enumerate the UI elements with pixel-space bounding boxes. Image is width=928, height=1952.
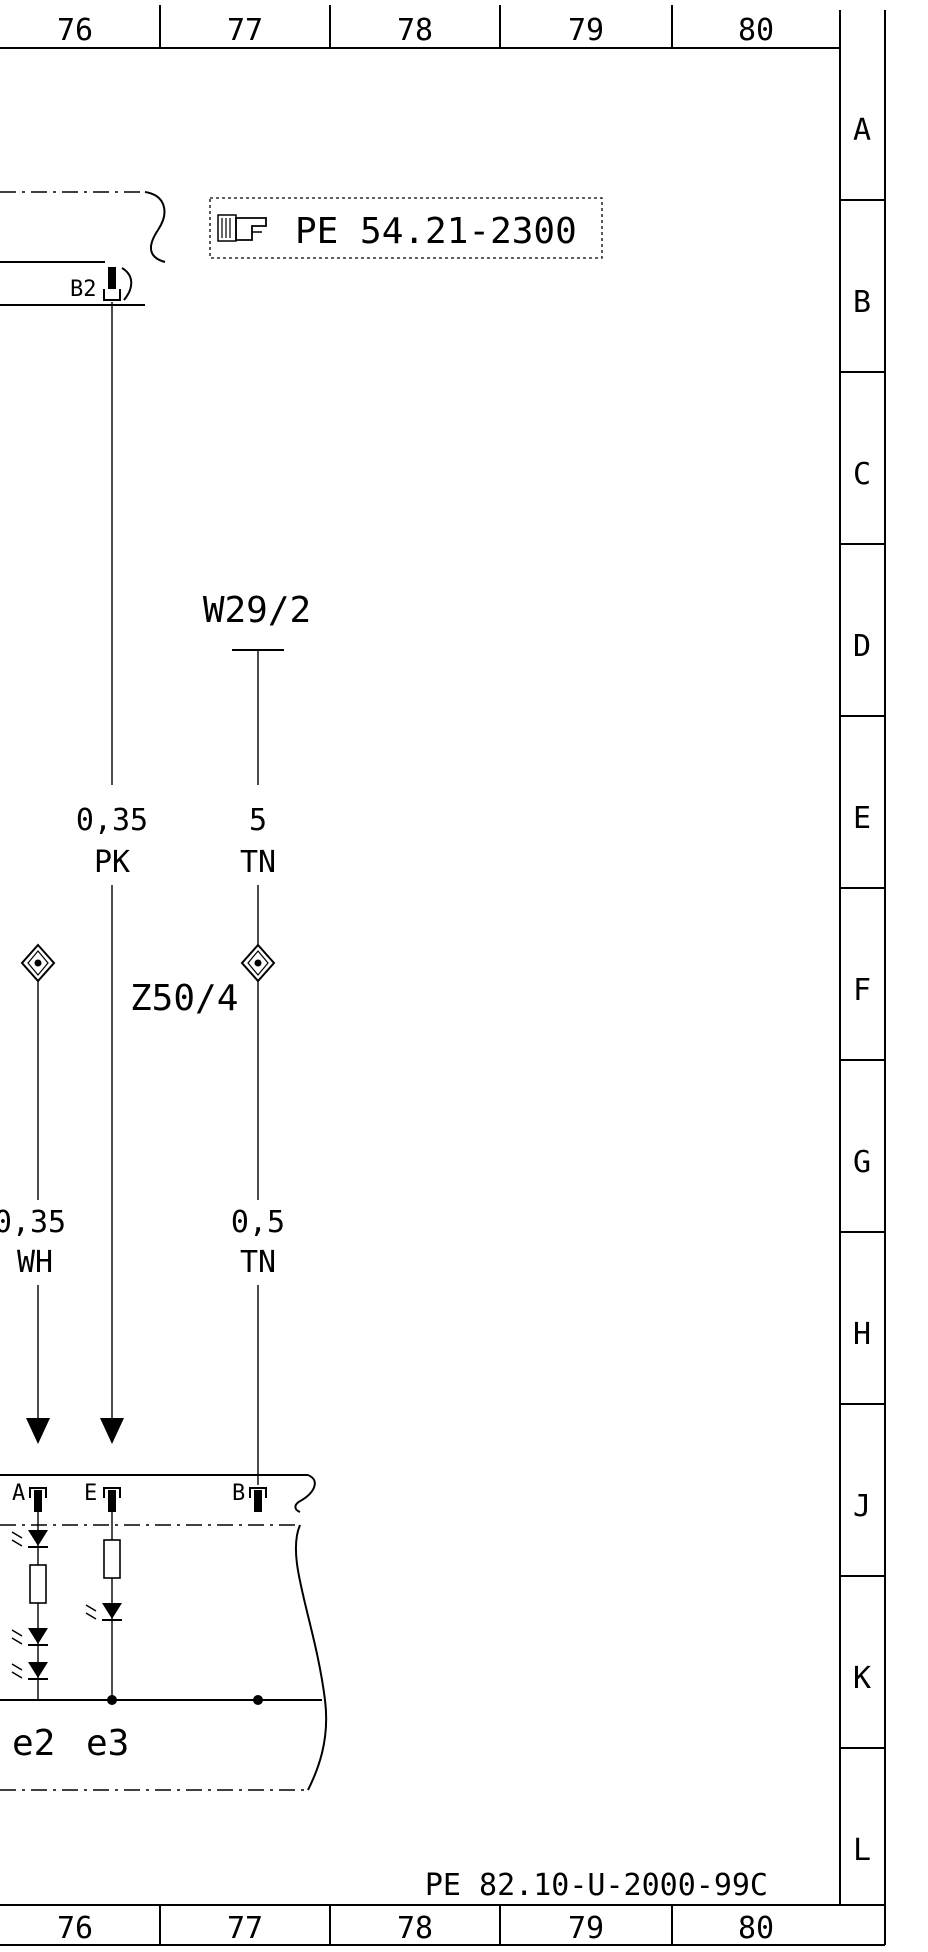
led-icon	[11, 1530, 48, 1548]
led-icon	[11, 1628, 48, 1646]
row-label-c: C	[853, 457, 871, 492]
row-label-k: K	[853, 1661, 871, 1696]
row-label-l: L	[853, 1833, 871, 1868]
col-label-80: 80	[738, 13, 774, 48]
wire-wh-color: WH	[17, 1245, 53, 1280]
wire-tn-color: TN	[240, 845, 276, 880]
row-label-g: G	[853, 1145, 871, 1180]
wire-pk-color: PK	[94, 845, 130, 880]
col-label-76-bottom: 76	[57, 1911, 93, 1946]
col-label-79-bottom: 79	[568, 1911, 604, 1946]
upper-box-wavy-edge	[144, 191, 166, 263]
component-w29-label: W29/2	[203, 590, 311, 631]
wire-tn-lower-size: 0,5	[231, 1205, 285, 1240]
row-label-d: D	[853, 629, 871, 664]
component-z50-label: Z50/4	[130, 978, 238, 1019]
row-label-a: A	[853, 113, 871, 148]
splice-wh-diamond	[20, 943, 56, 983]
pin-a-connector	[29, 1487, 47, 1512]
wire-pk-size: 0,35	[76, 803, 148, 838]
lower-box-break	[294, 1474, 316, 1513]
pin-b-connector	[249, 1487, 267, 1512]
row-label-h: H	[853, 1317, 871, 1352]
wire-wh-size: 0,35	[0, 1205, 66, 1240]
row-label-b: B	[853, 285, 871, 320]
connector-b2-break	[121, 267, 133, 301]
pin-a-label: A	[12, 1481, 25, 1506]
col-label-78-bottom: 78	[397, 1911, 433, 1946]
col-label-80-bottom: 80	[738, 1911, 774, 1946]
row-label-f: F	[853, 973, 871, 1008]
col-label-76: 76	[57, 13, 93, 48]
wire-pk-arrow	[100, 1418, 124, 1444]
lamp-e2-label: e2	[12, 1723, 55, 1764]
col-label-79: 79	[568, 13, 604, 48]
wire-tn-size: 5	[249, 803, 267, 838]
wire-wh-arrow	[26, 1418, 50, 1444]
junction-dot	[107, 1695, 117, 1705]
resistor-icon	[29, 1564, 47, 1604]
wire-tn-lower-color: TN	[240, 1245, 276, 1280]
pin-b-label: B	[232, 1481, 245, 1506]
pin-e-label: E	[84, 1481, 97, 1506]
document-number: PE 82.10-U-2000-99C	[425, 1868, 768, 1903]
led-icon	[85, 1603, 122, 1621]
connector-b2-label: B2	[70, 277, 97, 302]
pin-e-connector	[103, 1487, 121, 1512]
row-label-j: J	[853, 1489, 871, 1524]
led-icon	[11, 1662, 48, 1680]
col-label-78: 78	[397, 13, 433, 48]
reference-text: PE 54.21-2300	[295, 211, 577, 252]
connector-b2	[103, 267, 121, 301]
lower-box-wavy-edge	[294, 1524, 328, 1791]
row-label-e: E	[853, 801, 871, 836]
col-label-77-bottom: 77	[227, 1911, 263, 1946]
junction-dot	[253, 1695, 263, 1705]
resistor-icon	[103, 1539, 121, 1579]
reference-box	[209, 197, 603, 259]
col-label-77: 77	[227, 13, 263, 48]
splice-z50-diamond	[240, 943, 276, 983]
lamp-e3-label: e3	[86, 1723, 129, 1764]
pointing-hand-icon	[217, 214, 267, 242]
